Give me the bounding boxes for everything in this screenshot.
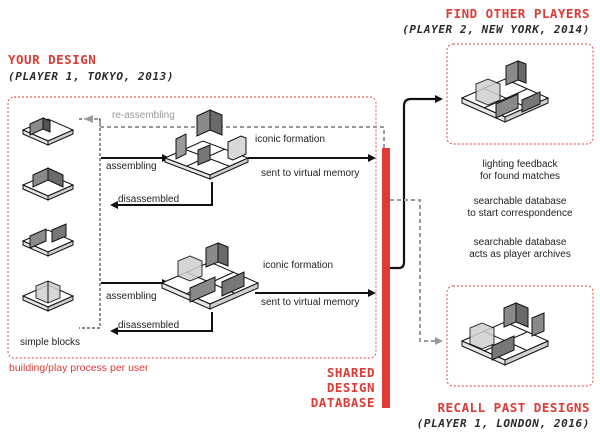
iconic-top-label: iconic formation [255,134,326,145]
disassembled-top-arrow [110,182,213,209]
database-label-line-3: DATABASE [310,395,375,410]
find-players-subheading: (PLAYER 2, NEW YORK, 2014) [402,23,590,36]
find-players-heading: FIND OTHER PLAYERS [445,6,590,21]
your-design-heading: YOUR DESIGN [8,52,97,67]
sent-bottom-label: sent to virtual memory [261,297,360,308]
shared-database-bar [382,148,390,408]
simple-blocks-label: simple blocks [20,337,81,348]
disassembled-top-label: disassembled [118,194,180,205]
database-label-line-1: SHARED [326,365,375,380]
search-start-line-1: searchable database [473,196,567,207]
lighting-feedback-line-1: lighting feedback [482,159,558,170]
iconic-formation-top [163,109,250,180]
simple-block-4 [21,280,75,312]
disassembled-bottom-label: disassembled [118,320,180,331]
find-players-arrow [390,95,443,270]
found-match-model [460,60,550,123]
assembling-top-label: assembling [106,161,157,172]
simple-block-1 [21,117,75,146]
iconic-formation-bottom [160,242,260,310]
lighting-feedback-line-2: for found matches [479,171,561,182]
recall-subheading: (PLAYER 1, LONDON, 2016) [416,417,590,430]
simple-block-2 [21,167,75,201]
disassembled-bottom-arrow [110,312,213,335]
recall-arrow [390,199,443,345]
your-design-frame [7,96,377,359]
recalled-design-model [460,302,550,366]
your-design-subheading: (PLAYER 1, TOKYO, 2013) [8,70,175,83]
database-label-line-2: DESIGN [326,380,375,395]
assembling-bottom-label: assembling [106,291,157,302]
recall-heading: RECALL PAST DESIGNS [437,400,590,415]
simple-block-3 [21,223,75,257]
reassembling-arrow [90,118,385,148]
sent-top-label: sent to virtual memory [261,168,360,179]
iconic-bottom-label: iconic formation [263,260,334,271]
search-archive-line-1: searchable database [473,237,567,248]
search-archive-line-2: acts as player archives [469,249,571,260]
process-label: building/play process per user [9,362,149,374]
reassembling-label: re-assembling [112,110,175,121]
search-start-line-2: to start correspondence [467,208,573,219]
reassembling-arrowhead [84,115,93,123]
simple-blocks-bracket [79,118,101,329]
